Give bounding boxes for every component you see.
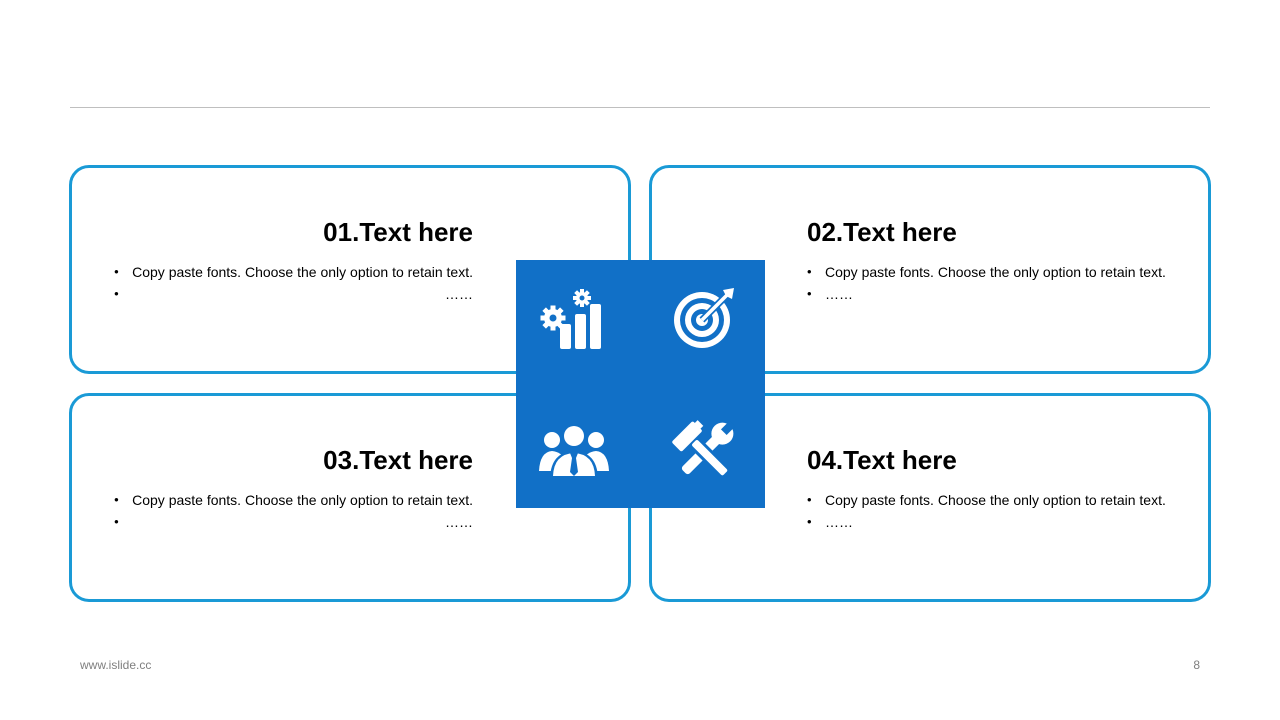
team-icon	[539, 424, 609, 478]
bullet-list: Copy paste fonts. Choose the only option…	[114, 261, 473, 305]
footer-url: www.islide.cc	[80, 658, 152, 672]
card-title: 02.Text here	[807, 217, 957, 247]
bullet-item: Copy paste fonts. Choose the only option…	[807, 261, 1166, 283]
bullet-list: Copy paste fonts. Choose the only option…	[114, 489, 473, 533]
bullet-item: Copy paste fonts. Choose the only option…	[114, 489, 473, 511]
top-divider	[70, 107, 1210, 108]
bullet-item: Copy paste fonts. Choose the only option…	[114, 261, 473, 283]
bullet-list: Copy paste fonts. Choose the only option…	[807, 261, 1166, 305]
tools-icon	[672, 420, 736, 480]
bullet-item: ……	[807, 283, 1166, 305]
bullet-item: ……	[807, 511, 1166, 533]
card-title: 03.Text here	[323, 445, 473, 475]
bullet-list: Copy paste fonts. Choose the only option…	[807, 489, 1166, 533]
card-title: 01.Text here	[323, 217, 473, 247]
bullet-item: ……	[114, 283, 473, 305]
card-title: 04.Text here	[807, 445, 957, 475]
gear-chart-icon	[540, 289, 601, 349]
target-icon	[674, 288, 734, 348]
page-number: 8	[1193, 658, 1200, 672]
bullet-item: Copy paste fonts. Choose the only option…	[807, 489, 1166, 511]
center-icon-panel	[516, 260, 765, 508]
bullet-item: ……	[114, 511, 473, 533]
